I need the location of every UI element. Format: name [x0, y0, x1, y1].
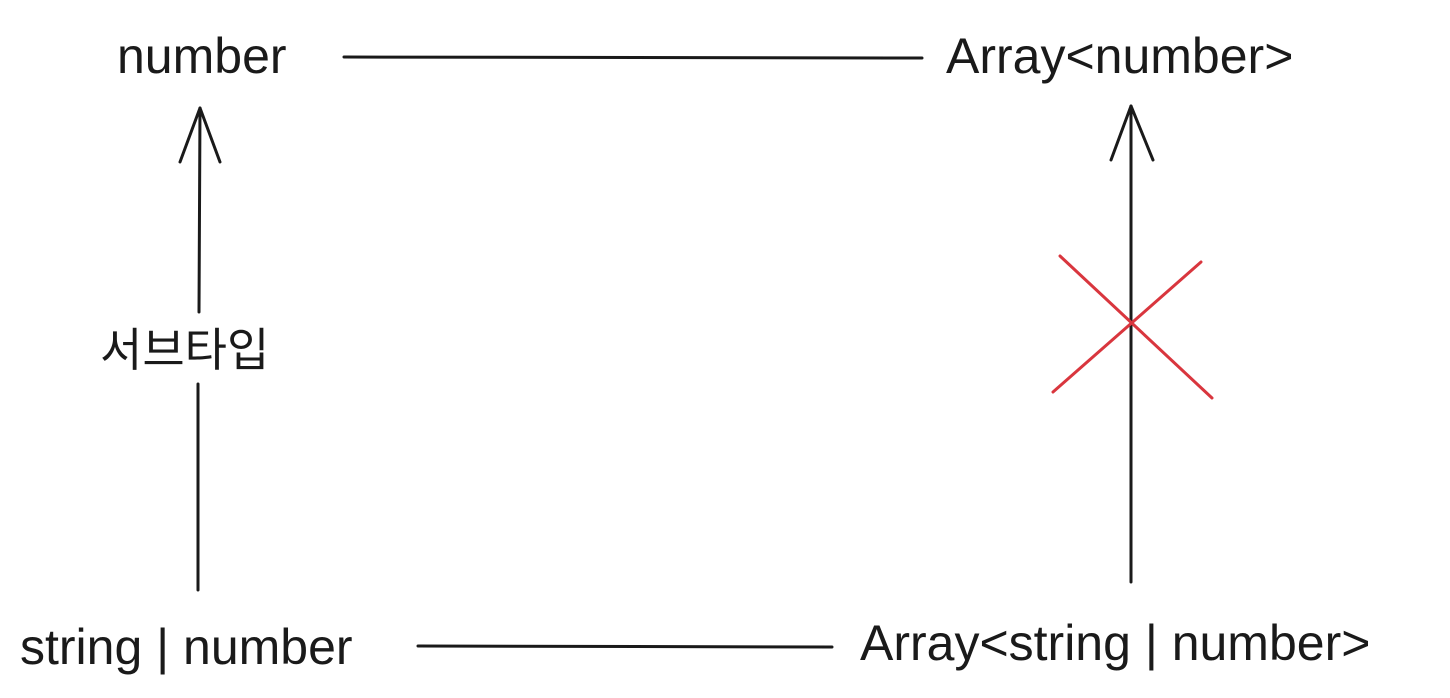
node-array-number: Array<number>	[946, 28, 1294, 84]
bottom-connector-line	[416, 644, 834, 649]
top-connector-line	[342, 55, 924, 60]
right-arrowhead	[1109, 104, 1155, 162]
cross-mark-icon	[1051, 254, 1214, 400]
left-subtype-arrow	[178, 106, 222, 592]
left-arrow-shaft-upper	[197, 106, 202, 314]
subtype-edge-label: 서브타입	[100, 323, 270, 377]
cross-stroke-2	[1051, 260, 1203, 394]
node-string-or-number: string | number	[20, 619, 353, 675]
right-arrow	[1109, 104, 1155, 584]
node-array-string-or-number: Array<string | number>	[860, 615, 1371, 671]
node-number: number	[117, 28, 287, 84]
cross-stroke-1	[1058, 254, 1214, 400]
left-arrowhead	[178, 106, 222, 164]
